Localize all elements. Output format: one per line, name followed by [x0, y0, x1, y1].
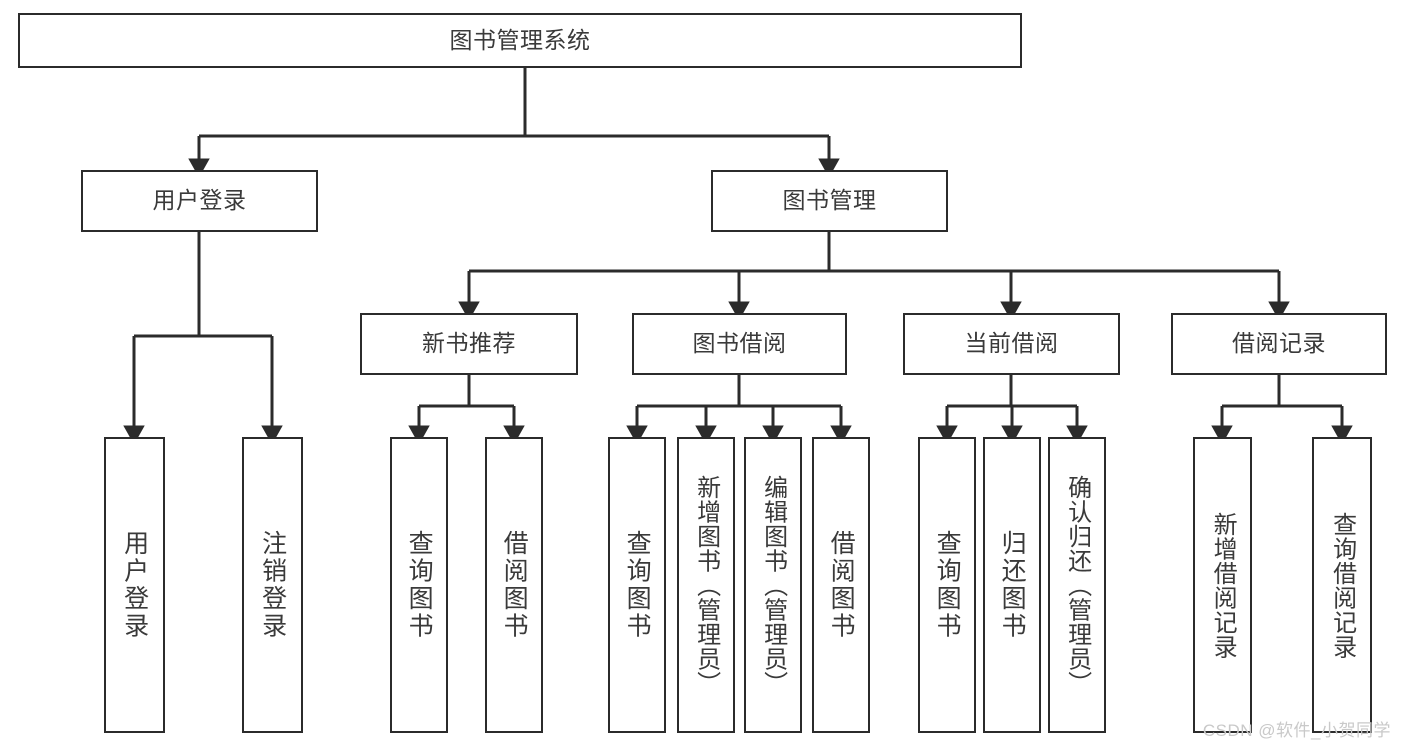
node-root[interactable]: 图书管理系统	[18, 13, 1022, 68]
node-leaf-user-login[interactable]: 用户登录	[104, 437, 165, 733]
node-new-book-rec-label: 新书推荐	[422, 330, 516, 357]
node-leaf-query-record[interactable]: 查询借阅记录	[1312, 437, 1372, 733]
node-current-borrow[interactable]: 当前借阅	[903, 313, 1120, 375]
node-leaf-query-book-3[interactable]: 查询图书	[918, 437, 976, 733]
node-leaf-user-login-label: 用户登录	[120, 530, 149, 640]
node-leaf-confirm-return-label: 确认归还（管理员）	[1063, 474, 1091, 696]
node-leaf-query-book-1-label: 查询图书	[405, 530, 434, 640]
node-leaf-add-book[interactable]: 新增图书（管理员）	[677, 437, 735, 733]
node-leaf-query-book-2-label: 查询图书	[623, 530, 652, 640]
node-leaf-query-book-2[interactable]: 查询图书	[608, 437, 666, 733]
node-user-login-label: 用户登录	[152, 187, 247, 214]
node-leaf-borrow-book-2-label: 借阅图书	[827, 530, 856, 640]
node-leaf-add-book-label: 新增图书（管理员）	[692, 474, 720, 696]
node-leaf-return-book[interactable]: 归还图书	[983, 437, 1041, 733]
node-leaf-add-record-label: 新增借阅记录	[1209, 511, 1237, 659]
node-leaf-query-record-label: 查询借阅记录	[1328, 511, 1356, 659]
node-leaf-add-record[interactable]: 新增借阅记录	[1193, 437, 1252, 733]
csdn-watermark: CSDN @软件_小贺同学	[1202, 721, 1391, 740]
node-borrow-record[interactable]: 借阅记录	[1171, 313, 1387, 375]
node-new-book-rec[interactable]: 新书推荐	[360, 313, 578, 375]
node-book-manage-label: 图书管理	[782, 187, 877, 214]
node-leaf-edit-book-label: 编辑图书（管理员）	[759, 474, 787, 696]
node-borrow-record-label: 借阅记录	[1232, 330, 1326, 357]
node-leaf-edit-book[interactable]: 编辑图书（管理员）	[744, 437, 802, 733]
node-current-borrow-label: 当前借阅	[964, 330, 1059, 357]
node-leaf-confirm-return[interactable]: 确认归还（管理员）	[1048, 437, 1106, 733]
node-leaf-user-logout[interactable]: 注销登录	[242, 437, 303, 733]
node-leaf-query-book-1[interactable]: 查询图书	[390, 437, 448, 733]
node-root-label: 图书管理系统	[449, 26, 591, 53]
node-leaf-borrow-book-1[interactable]: 借阅图书	[485, 437, 543, 733]
node-book-borrow-label: 图书借阅	[692, 330, 787, 357]
node-leaf-query-book-3-label: 查询图书	[933, 530, 962, 640]
node-book-borrow[interactable]: 图书借阅	[632, 313, 847, 375]
node-user-login[interactable]: 用户登录	[81, 170, 318, 232]
node-leaf-user-logout-label: 注销登录	[258, 530, 287, 640]
node-leaf-return-book-label: 归还图书	[998, 530, 1027, 640]
node-leaf-borrow-book-1-label: 借阅图书	[500, 530, 529, 640]
node-leaf-borrow-book-2[interactable]: 借阅图书	[812, 437, 870, 733]
node-book-manage[interactable]: 图书管理	[711, 170, 948, 232]
